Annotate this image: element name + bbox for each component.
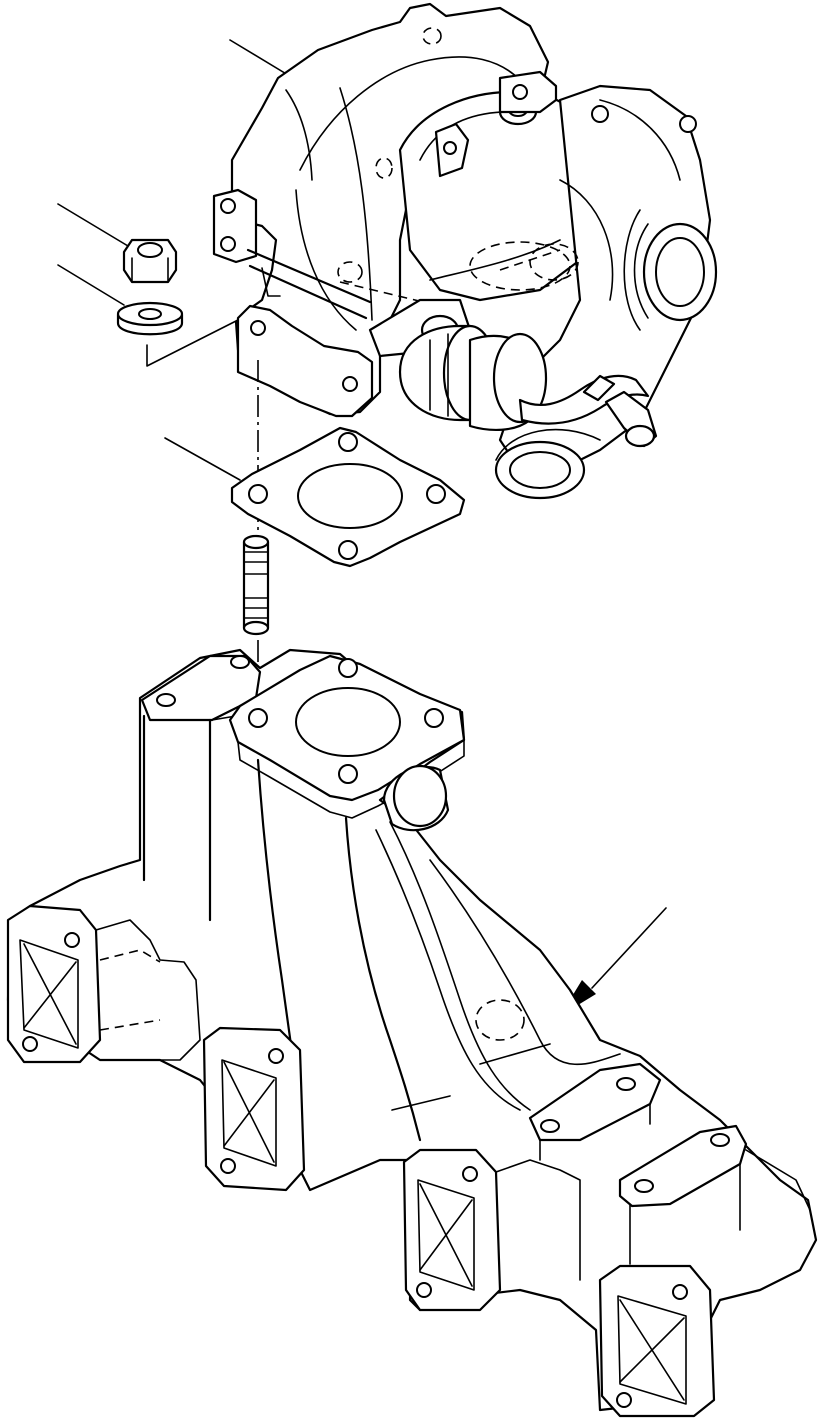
hex-nut	[122, 238, 178, 284]
actuator-rod-upper	[246, 248, 372, 304]
leader-line-washer	[57, 264, 125, 306]
leader-bracket-nut-washer	[146, 319, 239, 367]
gasket	[230, 426, 466, 568]
exhaust-port-3	[402, 1148, 502, 1312]
leader-line-nut	[57, 203, 129, 247]
stud-bolt	[242, 534, 270, 636]
leader-line-gasket	[164, 437, 241, 481]
washer	[116, 301, 184, 336]
turbine-mount-flange	[236, 304, 374, 418]
exhaust-port-4	[598, 1264, 716, 1418]
turbocharger	[212, 2, 718, 500]
leader-arrow-shaft-manifold	[591, 907, 667, 989]
leader-line-turbocharger	[229, 39, 294, 79]
actuator-hose	[518, 374, 650, 425]
exhaust-port-2	[202, 1026, 306, 1192]
actuator-rod-lower	[248, 264, 368, 320]
exhaust-manifold	[6, 648, 818, 1418]
